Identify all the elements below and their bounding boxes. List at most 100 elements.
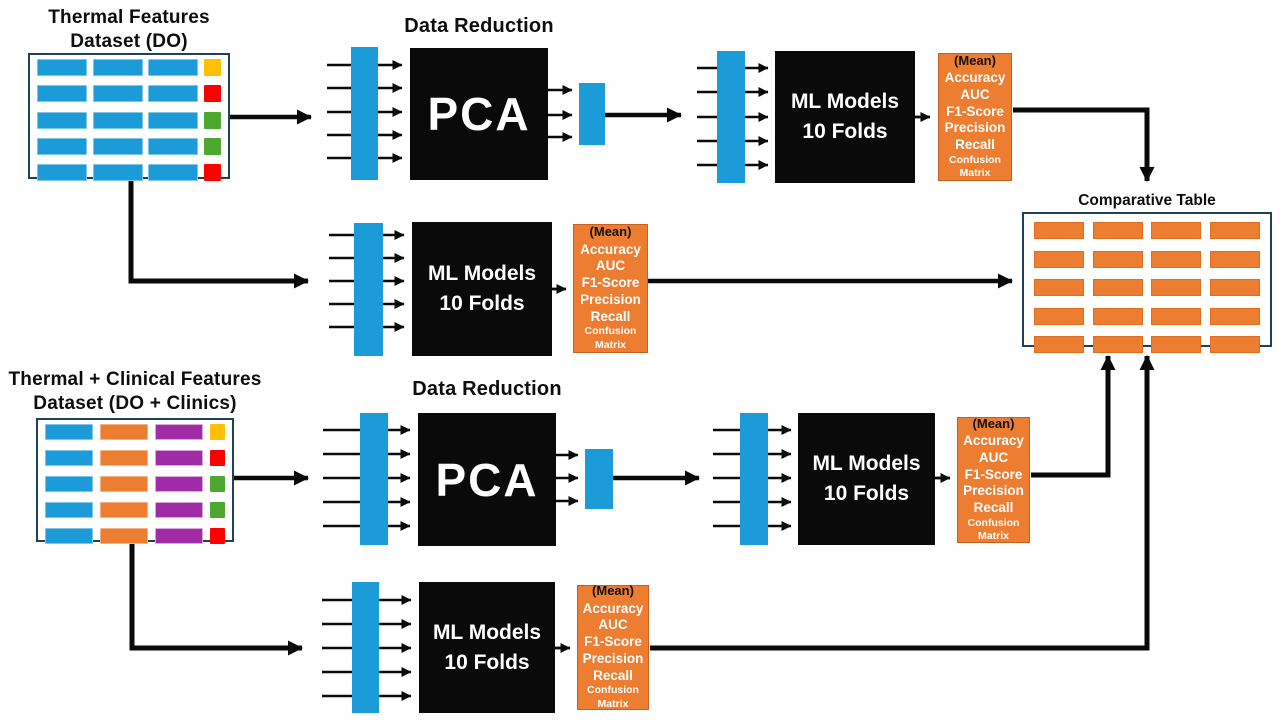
feature-cell-blue (148, 85, 199, 103)
comparative-table-cell (1151, 307, 1202, 325)
ml-models-box-3: ML Models 10 Folds (798, 413, 935, 545)
dataset2-grid (38, 420, 232, 548)
metric-small-label: Matrix (595, 338, 626, 351)
metric-label: Accuracy (963, 433, 1024, 449)
metrics-header: (Mean) (972, 415, 1015, 431)
feature-bar (352, 582, 379, 713)
class-label-cell-green (203, 137, 221, 155)
feature-cell-orange (100, 502, 148, 518)
metric-small-label: Matrix (978, 530, 1009, 543)
comparative-table-box (1022, 212, 1272, 353)
feature-bar (354, 223, 383, 356)
comparative-table-title: Comparative Table (1078, 192, 1216, 209)
feature-cell-blue (37, 137, 87, 155)
metric-small-label: Confusion (967, 516, 1020, 529)
metric-label: AUC (960, 86, 990, 102)
class-label-cell-red (203, 164, 221, 181)
feature-cell-orange (100, 450, 148, 466)
ml-models-line2: 10 Folds (444, 650, 530, 674)
feature-cell-blue (45, 450, 93, 466)
ml-models-box-4: ML Models 10 Folds (419, 582, 555, 713)
arrow-metrics1-to-table (1013, 107, 1155, 182)
arrow-dataset1-to-ml-direct (128, 179, 309, 289)
feature-cell-purple (155, 450, 203, 466)
class-label-cell-green (210, 502, 225, 518)
comparative-table-cell (1092, 250, 1143, 268)
comparative-table-cell (1034, 336, 1084, 353)
data-reduction-label-bottom: Data Reduction (412, 378, 562, 400)
comparative-table-cell (1034, 279, 1084, 296)
arrow-metrics3-to-table (1031, 355, 1116, 478)
class-label-cell-green (210, 476, 225, 492)
feature-cell-orange (100, 424, 148, 440)
feature-cell-blue (37, 111, 87, 129)
metric-small-label: Confusion (584, 325, 637, 338)
metrics-header: (Mean) (954, 52, 996, 68)
metric-label: F1-Score (581, 275, 640, 291)
pca-label: PCA (435, 453, 539, 506)
feature-cell-blue (37, 59, 87, 76)
comparative-table-cell (1034, 250, 1084, 268)
feature-cell-blue (37, 85, 87, 103)
dataset1-title-line2: Dataset (DO) (70, 31, 188, 53)
reduced-feature-bar (585, 449, 613, 509)
comparative-table-cell (1092, 307, 1143, 325)
metric-label: Precision (580, 291, 641, 307)
feature-cell-blue (148, 111, 199, 129)
metric-label: F1-Score (946, 103, 1004, 119)
comparative-table-cell (1209, 250, 1260, 268)
comparative-table-cell (1209, 222, 1260, 239)
ml-models-line2: 10 Folds (439, 292, 525, 315)
pca-box-bottom: PCA (418, 413, 556, 546)
feature-cell-blue (92, 137, 143, 155)
ml-models-line1: ML Models (812, 452, 921, 476)
class-label-cell-yellow (203, 59, 221, 76)
metric-small-label: Matrix (959, 167, 991, 180)
feature-cell-blue (92, 164, 143, 181)
metric-label: F1-Score (584, 634, 642, 650)
feature-cell-blue (92, 111, 143, 129)
dataset1-box (28, 53, 230, 181)
dataset2-box (36, 418, 234, 544)
metric-label: Recall (973, 500, 1014, 516)
feature-cell-purple (155, 476, 203, 492)
feature-cell-blue (37, 164, 87, 181)
feature-bar (740, 413, 768, 545)
metric-label: Precision (944, 120, 1006, 136)
comparative-table-cell (1034, 222, 1084, 239)
ml-models-line1: ML Models (427, 262, 537, 286)
ml-models-line2: 10 Folds (823, 482, 910, 505)
ml-models-line1: ML Models (790, 90, 900, 114)
dataset1-title: Thermal Features Dataset (DO) (9, 6, 249, 55)
comparative-table-cell (1151, 279, 1202, 296)
comparative-table-grid (1024, 214, 1270, 361)
metric-label: AUC (598, 617, 628, 633)
class-label-cell-red (210, 450, 225, 466)
feature-cell-blue (148, 59, 199, 76)
ml-models-box-2: ML Models 10 Folds (412, 222, 552, 356)
comparative-table-cell (1209, 336, 1260, 353)
dataset2-title: Thermal + Clinical Features Dataset (DO … (0, 368, 270, 417)
comparative-table-cell (1092, 279, 1143, 296)
comparative-table-cell (1209, 279, 1260, 296)
metric-label: Precision (582, 650, 644, 666)
ml-models-line2: 10 Folds (802, 120, 888, 143)
feature-cell-blue (148, 164, 199, 181)
feature-bar (360, 413, 388, 545)
pca-label: PCA (427, 88, 531, 140)
ml-models-line1: ML Models (432, 620, 542, 644)
dataset1-grid (30, 55, 228, 185)
feature-cell-blue (45, 476, 93, 492)
metrics-header: (Mean) (589, 224, 632, 240)
feature-cell-blue (45, 424, 93, 440)
feature-cell-blue (92, 85, 143, 103)
feature-bar (717, 51, 745, 183)
data-reduction-label-top: Data Reduction (404, 15, 554, 37)
metric-label: Recall (590, 308, 631, 324)
dataset2-title-line2: Dataset (DO + Clinics) (33, 393, 237, 415)
